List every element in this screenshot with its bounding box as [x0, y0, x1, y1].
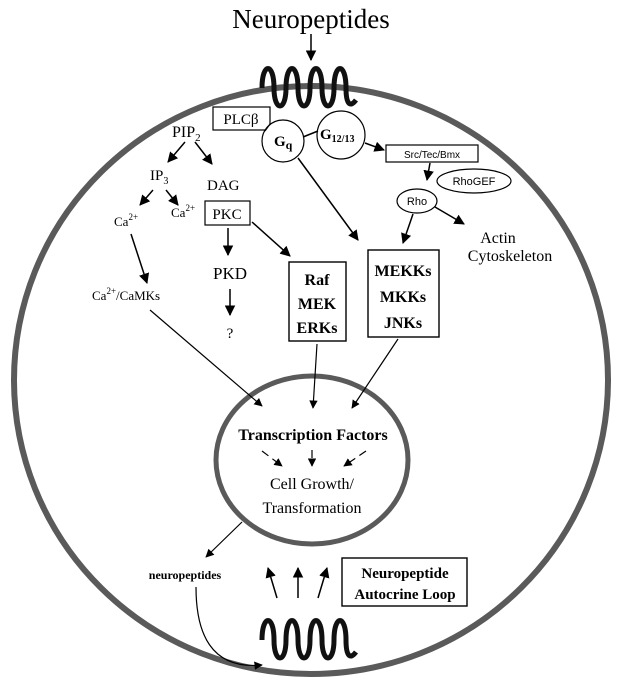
ca-mid-label: Ca2+	[171, 203, 195, 220]
plc-label: PLCβ	[223, 112, 258, 128]
arrow-pip2-dag	[194, 141, 213, 165]
mkks-label: MKKs	[380, 289, 426, 306]
receptor-bottom	[259, 618, 358, 661]
cell-membrane	[11, 83, 611, 677]
src-label: Src/Tec/Bmx	[404, 150, 460, 161]
actin-label: Actin	[480, 230, 516, 247]
nucleus	[213, 373, 411, 547]
rho-ellipse	[396, 188, 438, 214]
arrow-tf-growth-left	[261, 450, 283, 467]
arrow-pip2-ip3	[167, 141, 186, 163]
dag-label: DAG	[207, 178, 240, 194]
raf-label: Raf	[305, 272, 331, 289]
gq-circle	[261, 119, 305, 163]
link-plc-gq	[264, 123, 271, 132]
pip2-label: PIP2	[172, 124, 201, 144]
arrow-neuropeptides-receptor	[195, 586, 263, 670]
rhogef-ellipse	[436, 168, 512, 194]
arrow-pkc-raf	[251, 221, 291, 257]
arrow-rho-mekks	[401, 213, 414, 244]
erks-label: ERKs	[297, 320, 338, 337]
autocrine-box	[341, 557, 468, 607]
erk-box	[288, 261, 347, 342]
arrow-ip3-ca-mid	[165, 189, 179, 206]
ca-left-label: Ca2+	[114, 212, 138, 229]
plc-box	[212, 106, 271, 131]
arrow-jnk-nucleus	[351, 338, 399, 409]
rho-label: Rho	[407, 196, 427, 208]
mekks-label: MEKKs	[375, 263, 432, 280]
pkc-box	[204, 200, 251, 226]
receptor-top	[259, 66, 358, 109]
arrow-erk-nucleus	[309, 343, 318, 409]
arrow-ca-camk	[130, 233, 150, 284]
title-text: Neuropeptides	[232, 4, 389, 34]
jnks-label: JNKs	[384, 315, 422, 332]
arrow-g1213-src	[364, 141, 385, 152]
cytoskeleton-label: Cytoskeleton	[468, 248, 552, 265]
growth-label-1: Cell Growth/	[270, 476, 355, 493]
link-gq-g1213	[302, 130, 319, 138]
neuropeptides-small-label: neuropeptides	[149, 568, 222, 582]
growth-label-2: Transformation	[263, 500, 362, 517]
ip3-label: IP3	[150, 168, 168, 187]
g1213-label: G12/13	[320, 127, 354, 145]
arrow-ip3-ca-left	[139, 189, 154, 206]
loop-label-1: Neuropeptide	[361, 566, 449, 582]
tf-label: Transcription Factors	[238, 427, 387, 444]
pkd-label: PKD	[213, 264, 247, 283]
arrow-nucleus-neuropeptides	[205, 521, 243, 558]
arrow-tf-growth-right	[343, 450, 367, 467]
arrow-rho-actin	[434, 206, 465, 225]
arrow-gq-mekks	[297, 157, 359, 241]
arrow-up-right	[317, 566, 330, 599]
arrow-src-rhogef	[423, 162, 434, 182]
pkc-label: PKC	[212, 207, 241, 223]
gq-label: Gq	[274, 134, 293, 152]
g1213-circle	[316, 110, 366, 160]
arrow-camk-nucleus	[149, 309, 263, 407]
arrow-up-left	[265, 566, 278, 599]
question-label: ?	[227, 326, 234, 342]
camk-label: Ca2+/CaMKs	[92, 286, 160, 303]
loop-label-2: Autocrine Loop	[354, 587, 455, 603]
rhogef-label: RhoGEF	[453, 176, 496, 188]
mek-label: MEK	[298, 296, 337, 313]
src-box	[385, 144, 479, 163]
jnk-box	[367, 249, 440, 338]
